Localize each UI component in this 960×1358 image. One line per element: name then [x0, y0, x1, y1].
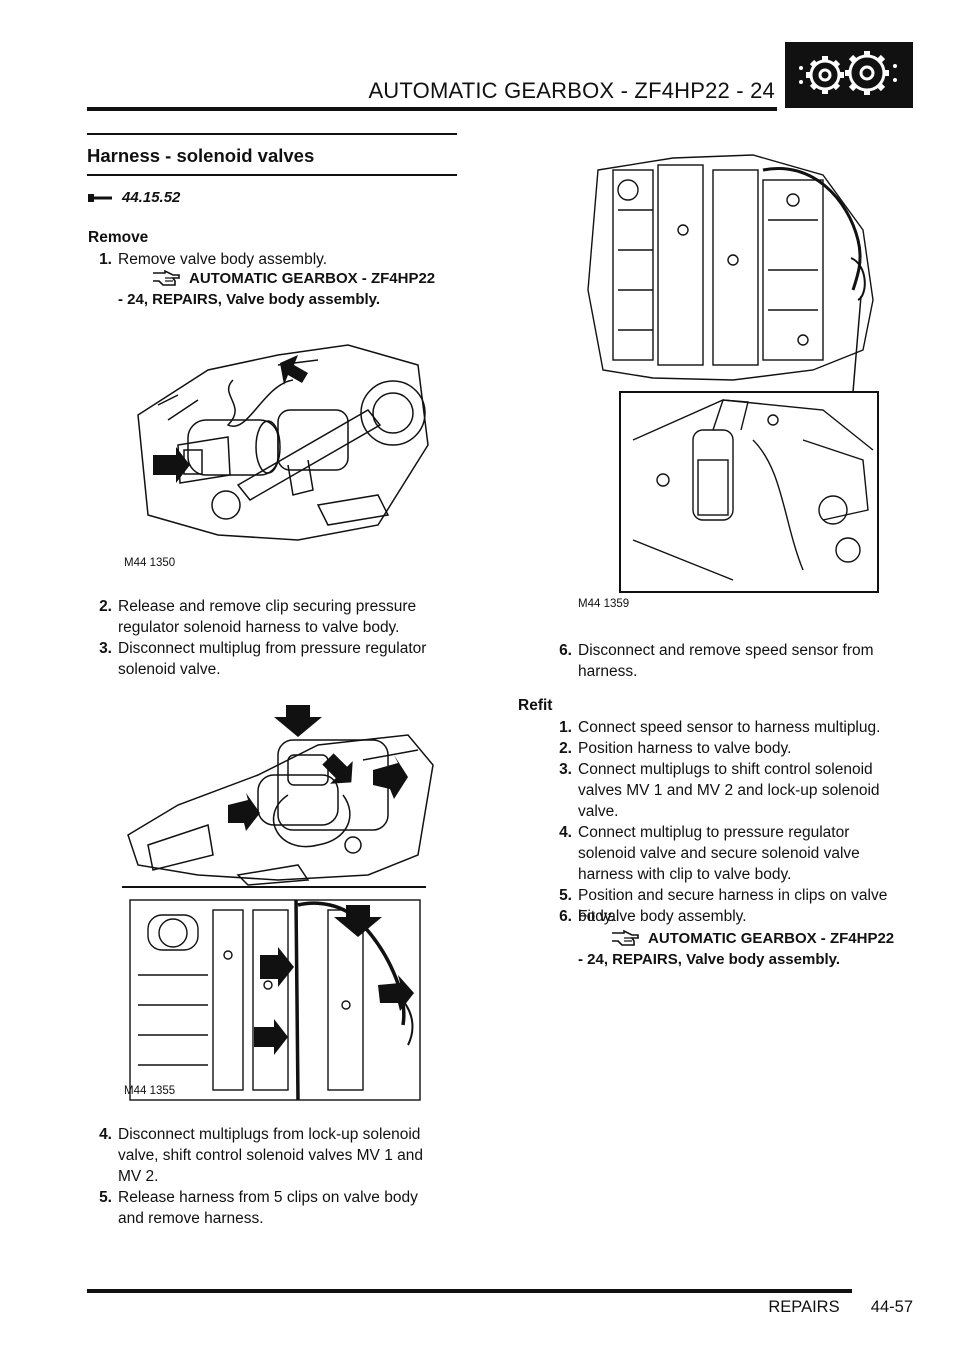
remove-step-1: 1. Remove valve body assembly.: [88, 249, 468, 270]
figure-m44-1355: M44 1355: [118, 705, 438, 1105]
step-text-line-2: solenoid valve.: [118, 661, 221, 678]
refit-step-1: 1. Connect speed sensor to harness multi…: [548, 717, 928, 738]
pointing-hand-icon: [151, 269, 187, 291]
step-number: 4.: [99, 1126, 112, 1143]
repair-operation-code: 44.15.52: [122, 189, 181, 206]
remove-step-2: 2. Release and remove clip securing pres…: [88, 596, 468, 638]
step-text: Fit valve body assembly.: [578, 908, 747, 925]
remove-cross-reference[interactable]: AUTOMATIC GEARBOX - ZF4HP22: [151, 268, 471, 312]
xref-line-1: AUTOMATIC GEARBOX - ZF4HP22: [189, 270, 436, 287]
step-text-line-2: valve, shift control solenoid valves MV …: [118, 1147, 423, 1164]
step-text-line-1: Disconnect and remove speed sensor from: [578, 642, 874, 659]
step-text-line-1: Connect multiplugs to shift control sole…: [578, 761, 873, 778]
refit-heading: Refit: [518, 697, 553, 714]
header-rule: [87, 107, 777, 111]
step-number: 6.: [559, 908, 572, 925]
step-text: Remove valve body assembly.: [118, 251, 328, 268]
xref-line-2[interactable]: - 24, REPAIRS, Valve body assembly.: [118, 291, 381, 308]
remove-heading: Remove: [88, 229, 149, 246]
section-top-rule: [87, 133, 457, 135]
step-text-line-2: and remove harness.: [118, 1210, 264, 1227]
step-text: Position harness to valve body.: [578, 740, 792, 757]
gears-icon: [785, 42, 913, 108]
refit-step-6: 6. Fit valve body assembly.: [548, 906, 928, 927]
xref-line-1: AUTOMATIC GEARBOX - ZF4HP22: [648, 930, 895, 947]
section-title: Harness - solenoid valves: [87, 145, 315, 166]
remove-step-5: 5. Release harness from 5 clips on valve…: [88, 1187, 468, 1229]
step-text-line-3: harness with clip to valve body.: [578, 866, 792, 883]
refit-step-5: 5. Position and secure harness in clips …: [548, 885, 928, 927]
step-number: 3.: [559, 761, 572, 778]
wrench-icon: [88, 192, 112, 204]
section-bottom-rule: [87, 174, 457, 176]
step-text-line-2: solenoid valve and secure solenoid valve: [578, 845, 860, 862]
figure-m44-1359: M44 1359: [573, 140, 883, 615]
pointing-hand-icon: [610, 929, 646, 951]
step-text-line-1: Position and secure harness in clips on …: [578, 887, 888, 904]
remove-step-3: 3. Disconnect multiplug from pressure re…: [88, 638, 468, 680]
step-text-line-1: Disconnect multiplug from pressure regul…: [118, 640, 427, 657]
step-text-line-1: Release and remove clip securing pressur…: [118, 598, 417, 615]
step-text-line-2: harness.: [578, 663, 638, 680]
page-header-title: AUTOMATIC GEARBOX - ZF4HP22 - 24: [368, 78, 775, 103]
footer-section: REPAIRS: [768, 1298, 840, 1316]
refit-step-4: 4. Connect multiplug to pressure regulat…: [548, 822, 928, 885]
step-number: 3.: [99, 640, 112, 657]
step-text-line-2: regulator solenoid harness to valve body…: [118, 619, 400, 636]
step-number: 2.: [559, 740, 572, 757]
figure-label: M44 1350: [124, 557, 176, 569]
refit-step-3: 3. Connect multiplugs to shift control s…: [548, 759, 928, 822]
step-text-line-1: Disconnect multiplugs from lock-up solen…: [118, 1126, 421, 1143]
step-text-line-3: valve.: [578, 803, 619, 820]
xref-line-2[interactable]: - 24, REPAIRS, Valve body assembly.: [578, 951, 841, 968]
step-number: 4.: [559, 824, 572, 841]
step-number: 6.: [559, 642, 572, 659]
footer-rule: [87, 1289, 852, 1293]
page-footer: REPAIRS 44-57: [700, 1298, 913, 1317]
remove-step-4: 4. Disconnect multiplugs from lock-up so…: [88, 1124, 468, 1187]
step-text-line-2: body.: [578, 908, 615, 925]
step-number: 2.: [99, 598, 112, 615]
repair-operation-ref: 44.15.52: [88, 189, 180, 206]
figure-m44-1350: M44 1350: [118, 325, 438, 570]
refit-step-2: 2. Position harness to valve body.: [548, 738, 928, 759]
step-text-line-3: MV 2.: [118, 1168, 159, 1185]
figure-label: M44 1355: [124, 1085, 176, 1097]
refit-cross-reference[interactable]: AUTOMATIC GEARBOX - ZF4HP22: [610, 928, 930, 950]
remove-step-6: 6. Disconnect and remove speed sensor fr…: [548, 640, 928, 682]
page-number: 44-57: [870, 1298, 913, 1316]
step-text-line-1: Release harness from 5 clips on valve bo…: [118, 1189, 418, 1206]
step-text: Connect speed sensor to harness multiplu…: [578, 719, 881, 736]
figure-label: M44 1359: [578, 598, 630, 610]
step-number: 1.: [559, 719, 572, 736]
step-text-line-2: valves MV 1 and MV 2 and lock-up solenoi…: [578, 782, 880, 799]
step-number: 1.: [99, 251, 112, 268]
step-number: 5.: [559, 887, 572, 904]
step-text-line-1: Connect multiplug to pressure regulator: [578, 824, 850, 841]
step-number: 5.: [99, 1189, 112, 1206]
